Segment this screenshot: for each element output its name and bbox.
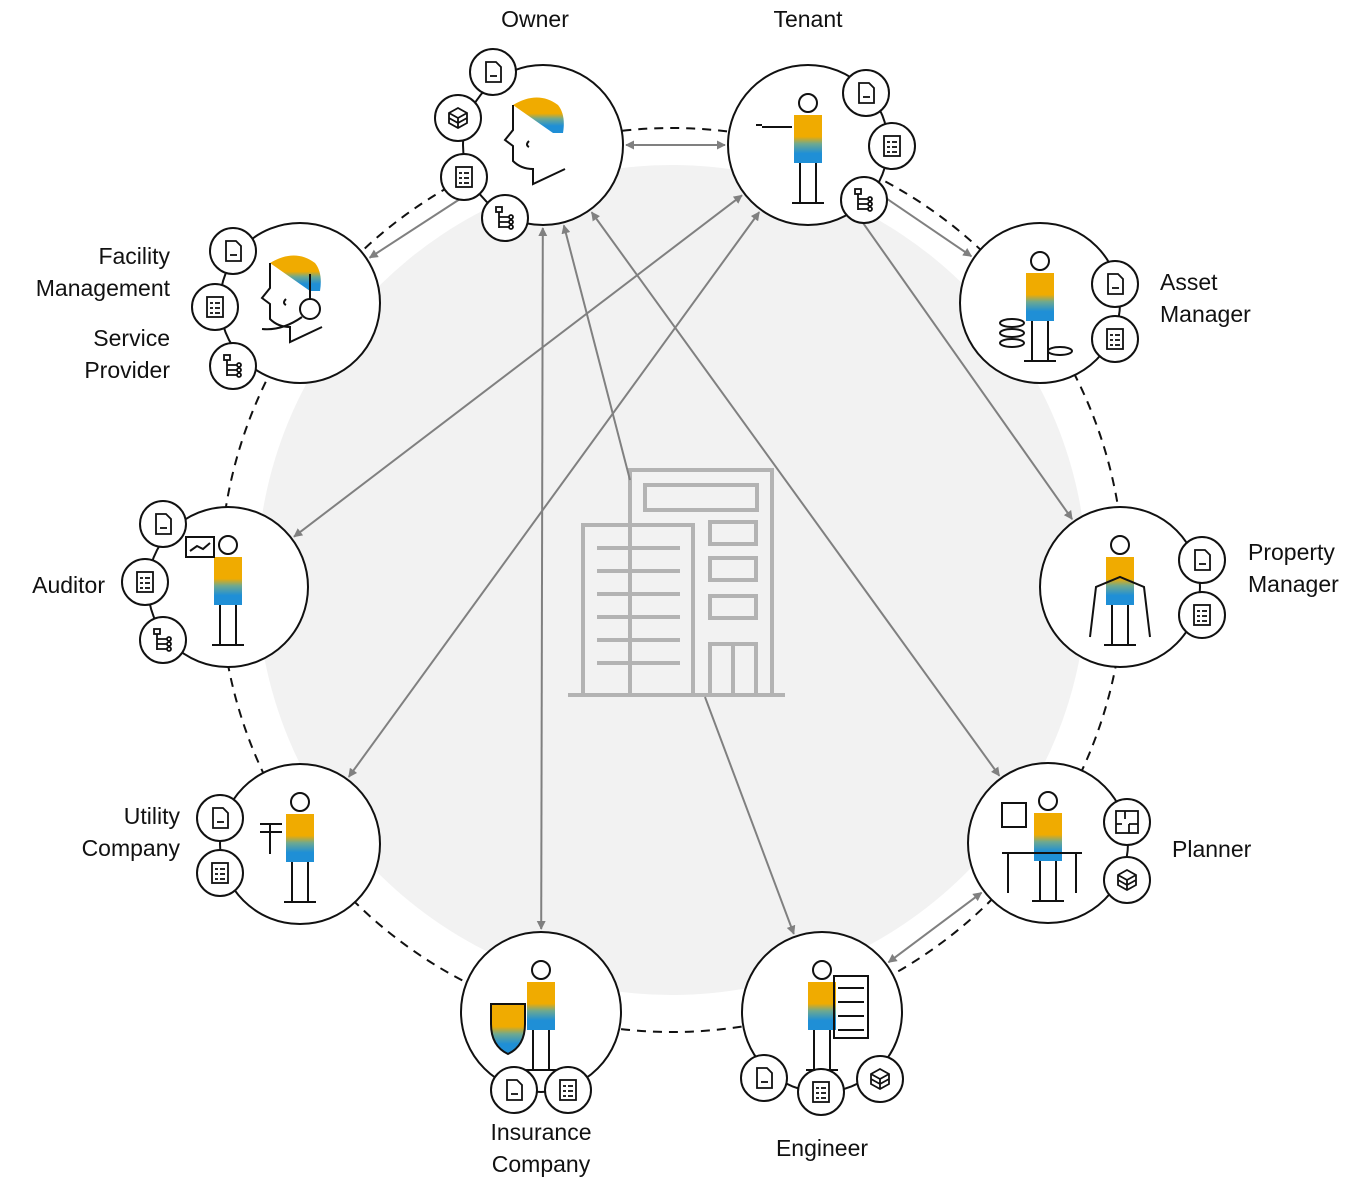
- person-with-shield-icon: [490, 960, 557, 1071]
- role-circle-owner[interactable]: [462, 64, 624, 226]
- role-label-facility-management: Facility: [98, 243, 170, 269]
- arrow-tenant-utility-company: [347, 211, 761, 778]
- role-label-utility-company: Utility: [124, 803, 181, 829]
- role-label-insurance-company: Insurance: [490, 1119, 591, 1145]
- document-icon[interactable]: [469, 48, 517, 96]
- role-node-auditor[interactable]: Auditor: [32, 500, 309, 668]
- role-label-asset-manager: Manager: [1160, 301, 1251, 327]
- person-with-headset-icon: [260, 255, 323, 344]
- hierarchy-icon[interactable]: [481, 194, 529, 242]
- arrow-planner-engineer: [887, 891, 983, 964]
- connection-arrows: [293, 140, 1073, 964]
- role-node-engineer[interactable]: Engineer: [740, 931, 904, 1161]
- role-label-facility-management: Provider: [84, 357, 170, 383]
- hierarchy-icon[interactable]: [139, 616, 187, 664]
- role-label-property-manager: Manager: [1248, 571, 1339, 597]
- floorplan-icon[interactable]: [1103, 798, 1151, 846]
- document-icon[interactable]: [490, 1066, 538, 1114]
- kneeling-worker-icon: [806, 960, 869, 1071]
- checklist-icon[interactable]: [440, 153, 488, 201]
- document-icon[interactable]: [209, 227, 257, 275]
- role-label-utility-company: Company: [82, 835, 181, 861]
- worker-with-hardhat-icon: [260, 792, 316, 903]
- role-label-auditor: Auditor: [32, 572, 105, 598]
- role-label-property-manager: Property: [1248, 539, 1335, 565]
- document-icon[interactable]: [196, 794, 244, 842]
- document-icon[interactable]: [842, 69, 890, 117]
- cube-icon[interactable]: [856, 1055, 904, 1103]
- cube-icon[interactable]: [1103, 856, 1151, 904]
- hierarchy-icon[interactable]: [840, 176, 888, 224]
- checklist-icon[interactable]: [1178, 591, 1226, 639]
- checklist-icon[interactable]: [191, 283, 239, 331]
- role-node-planner[interactable]: Planner: [967, 762, 1252, 924]
- role-label-facility-management: Service: [93, 325, 170, 351]
- person-at-desk-icon: [1001, 791, 1082, 902]
- businessman-icon: [1089, 535, 1151, 646]
- person-presenting-chart-icon: [185, 535, 244, 646]
- role-label-facility-management: Management: [36, 275, 171, 301]
- document-icon[interactable]: [740, 1054, 788, 1102]
- role-label-asset-manager: Asset: [1160, 269, 1218, 295]
- checklist-icon[interactable]: [797, 1068, 845, 1116]
- checklist-icon[interactable]: [544, 1066, 592, 1114]
- hierarchy-icon[interactable]: [209, 342, 257, 390]
- role-label-owner: Owner: [501, 6, 569, 32]
- person-with-key-and-briefcase-icon: [756, 93, 824, 204]
- checklist-icon[interactable]: [868, 122, 916, 170]
- checklist-icon[interactable]: [196, 849, 244, 897]
- checklist-icon[interactable]: [121, 558, 169, 606]
- role-node-tenant[interactable]: Tenant: [727, 6, 916, 226]
- role-label-insurance-company: Company: [492, 1151, 591, 1177]
- role-node-owner[interactable]: Owner: [434, 6, 624, 242]
- document-icon[interactable]: [139, 500, 187, 548]
- checklist-icon[interactable]: [1091, 315, 1139, 363]
- role-label-planner: Planner: [1172, 836, 1252, 862]
- role-label-engineer: Engineer: [776, 1135, 868, 1161]
- arrow-tenant-property-manager: [855, 212, 1073, 520]
- person-with-coins-icon: [999, 251, 1073, 362]
- cube-icon[interactable]: [434, 94, 482, 142]
- role-label-tenant: Tenant: [773, 6, 843, 32]
- document-icon[interactable]: [1178, 536, 1226, 584]
- document-icon[interactable]: [1091, 260, 1139, 308]
- person-headset-free-head-icon: [503, 97, 566, 186]
